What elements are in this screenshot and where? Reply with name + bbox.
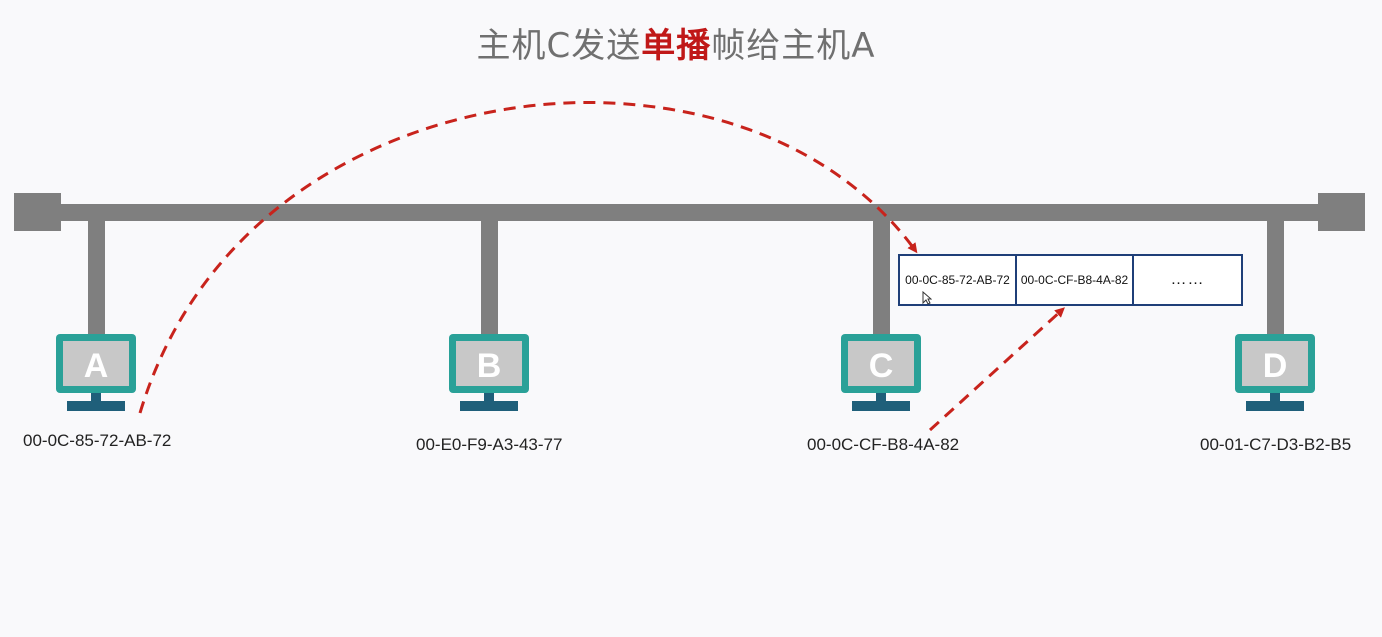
host-b-label: B [477,347,502,385]
frame-destination-mac: 00-0C-85-72-AB-72 [900,256,1017,304]
frame-send-arrow [928,307,1065,432]
host-c-label: C [869,347,894,385]
title-highlight: 单播 [641,26,712,66]
host-d-mac: 00-01-C7-D3-B2-B5 [1200,435,1352,454]
drop-cable-a [88,214,105,340]
host-a-mac: 00-0C-85-72-AB-72 [23,431,172,450]
host-c-mac: 00-0C-CF-B8-4A-82 [807,435,960,454]
bus-terminator-left [14,193,61,231]
host-a-computer-icon: A [56,334,136,411]
frame-source-mac: 00-0C-CF-B8-4A-82 [1017,256,1134,304]
bus-cable [55,204,1325,221]
host-d-computer-icon: D [1235,334,1315,411]
drop-cable-d [1267,214,1284,340]
title-suffix: 帧给主机A [711,26,876,66]
bus-terminator-right [1318,193,1365,231]
host-a-label: A [84,347,109,385]
drop-cable-b [481,214,498,340]
host-b-computer-icon: B [449,334,529,411]
page-title: 主机C发送单播帧给主机A [0,18,1352,67]
title-prefix: 主机C发送 [476,26,642,66]
ethernet-frame: 00-0C-85-72-AB-72 00-0C-CF-B8-4A-82 …… [898,254,1243,306]
drop-cable-c [873,214,890,340]
frame-payload: …… [1170,271,1205,288]
mouse-cursor-icon [922,291,932,305]
host-b-mac: 00-E0-F9-A3-43-77 [416,435,563,454]
unicast-arc-arrow [138,100,918,414]
host-c-computer-icon: C [841,334,921,411]
host-d-label: D [1263,347,1288,385]
